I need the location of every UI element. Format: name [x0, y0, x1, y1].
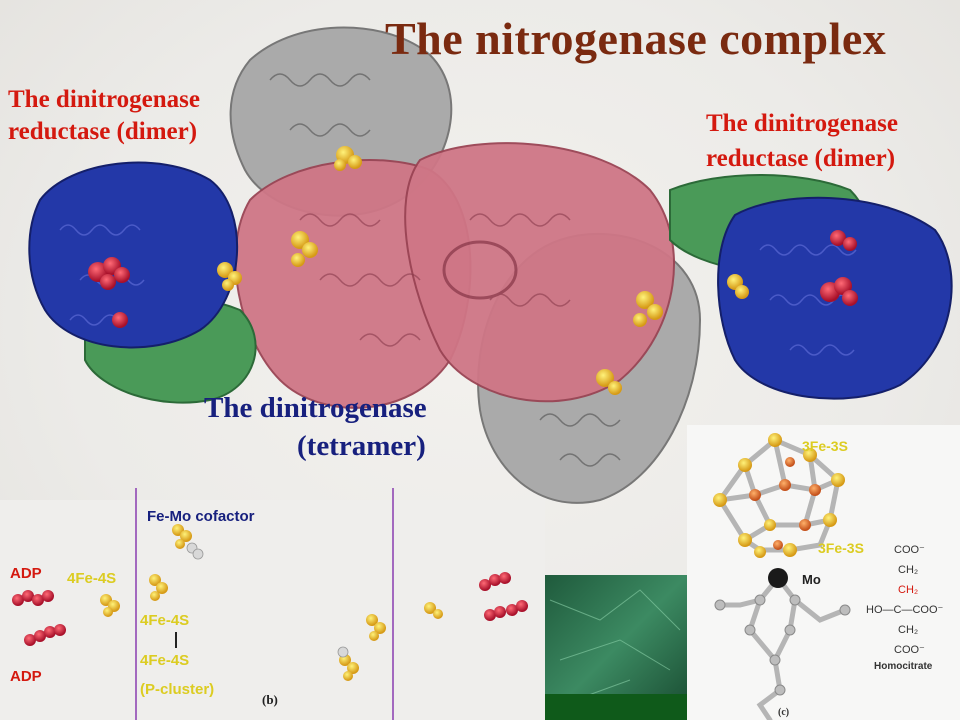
fe4s-label-a: 4Fe-4S: [67, 570, 117, 587]
femo-cofactor-structure: [713, 433, 851, 720]
fe4s-label-c: 4Fe-4S: [140, 652, 190, 669]
homocitrate-row-3: CH₂: [898, 584, 919, 596]
homocitrate-row-2: CH₂: [898, 564, 919, 576]
left-reductase-label-line1: The dinitrogenase: [8, 86, 200, 113]
homocitrate-label: Homocitrate: [874, 661, 933, 672]
panel-c-letter: (c): [778, 707, 790, 718]
fe3s-bottom-label: 3Fe-3S: [818, 540, 864, 556]
right-reductase-label-line1: The dinitrogenase: [706, 110, 898, 137]
left-reductase: [28, 161, 257, 404]
panel-b-background: [0, 488, 545, 720]
panel-b-molecules: [12, 524, 528, 681]
right-reductase: [669, 174, 953, 400]
homocitrate-row-5: CH₂: [898, 624, 919, 636]
adp-bottom-label: ADP: [10, 668, 42, 685]
homocitrate-row-6: COO⁻: [894, 644, 925, 656]
homocitrate-formula: COO⁻ CH₂ CH₂ HO—C—COO⁻ CH₂ COO⁻ Homocitr…: [866, 540, 958, 674]
homocitrate-row-4: HO—C—COO⁻: [866, 604, 944, 616]
tetramer-label-line1: The dinitrogenase: [204, 392, 427, 424]
left-reductase-label-line2: reductase (dimer): [8, 118, 198, 145]
helix-texture: [299, 213, 571, 347]
adp-top-label: ADP: [10, 565, 42, 582]
p-cluster-label: (P-cluster): [140, 681, 215, 698]
slide-title: The nitrogenase complex: [385, 13, 887, 64]
molybdenum-atom: [768, 568, 788, 588]
pink-subunit-right: [404, 142, 675, 403]
mo-label: Mo: [802, 572, 821, 587]
fe4s-label-b: 4Fe-4S: [140, 612, 190, 629]
fe3s-top-label: 3Fe-3S: [802, 438, 848, 454]
panel-c-background: [687, 425, 960, 720]
panel-b-letter: (b): [262, 692, 278, 707]
tetramer-label-line2: (tetramer): [297, 430, 426, 462]
gray-helix-texture: [269, 73, 621, 467]
right-reductase-label-line2: reductase (dimer): [706, 145, 896, 172]
femo-cofactor-label: Fe-Mo cofactor: [147, 508, 255, 525]
homocitrate-row-1: COO⁻: [894, 544, 925, 556]
green-micrograph: [545, 575, 687, 720]
tetramer-clusters: [291, 146, 663, 395]
